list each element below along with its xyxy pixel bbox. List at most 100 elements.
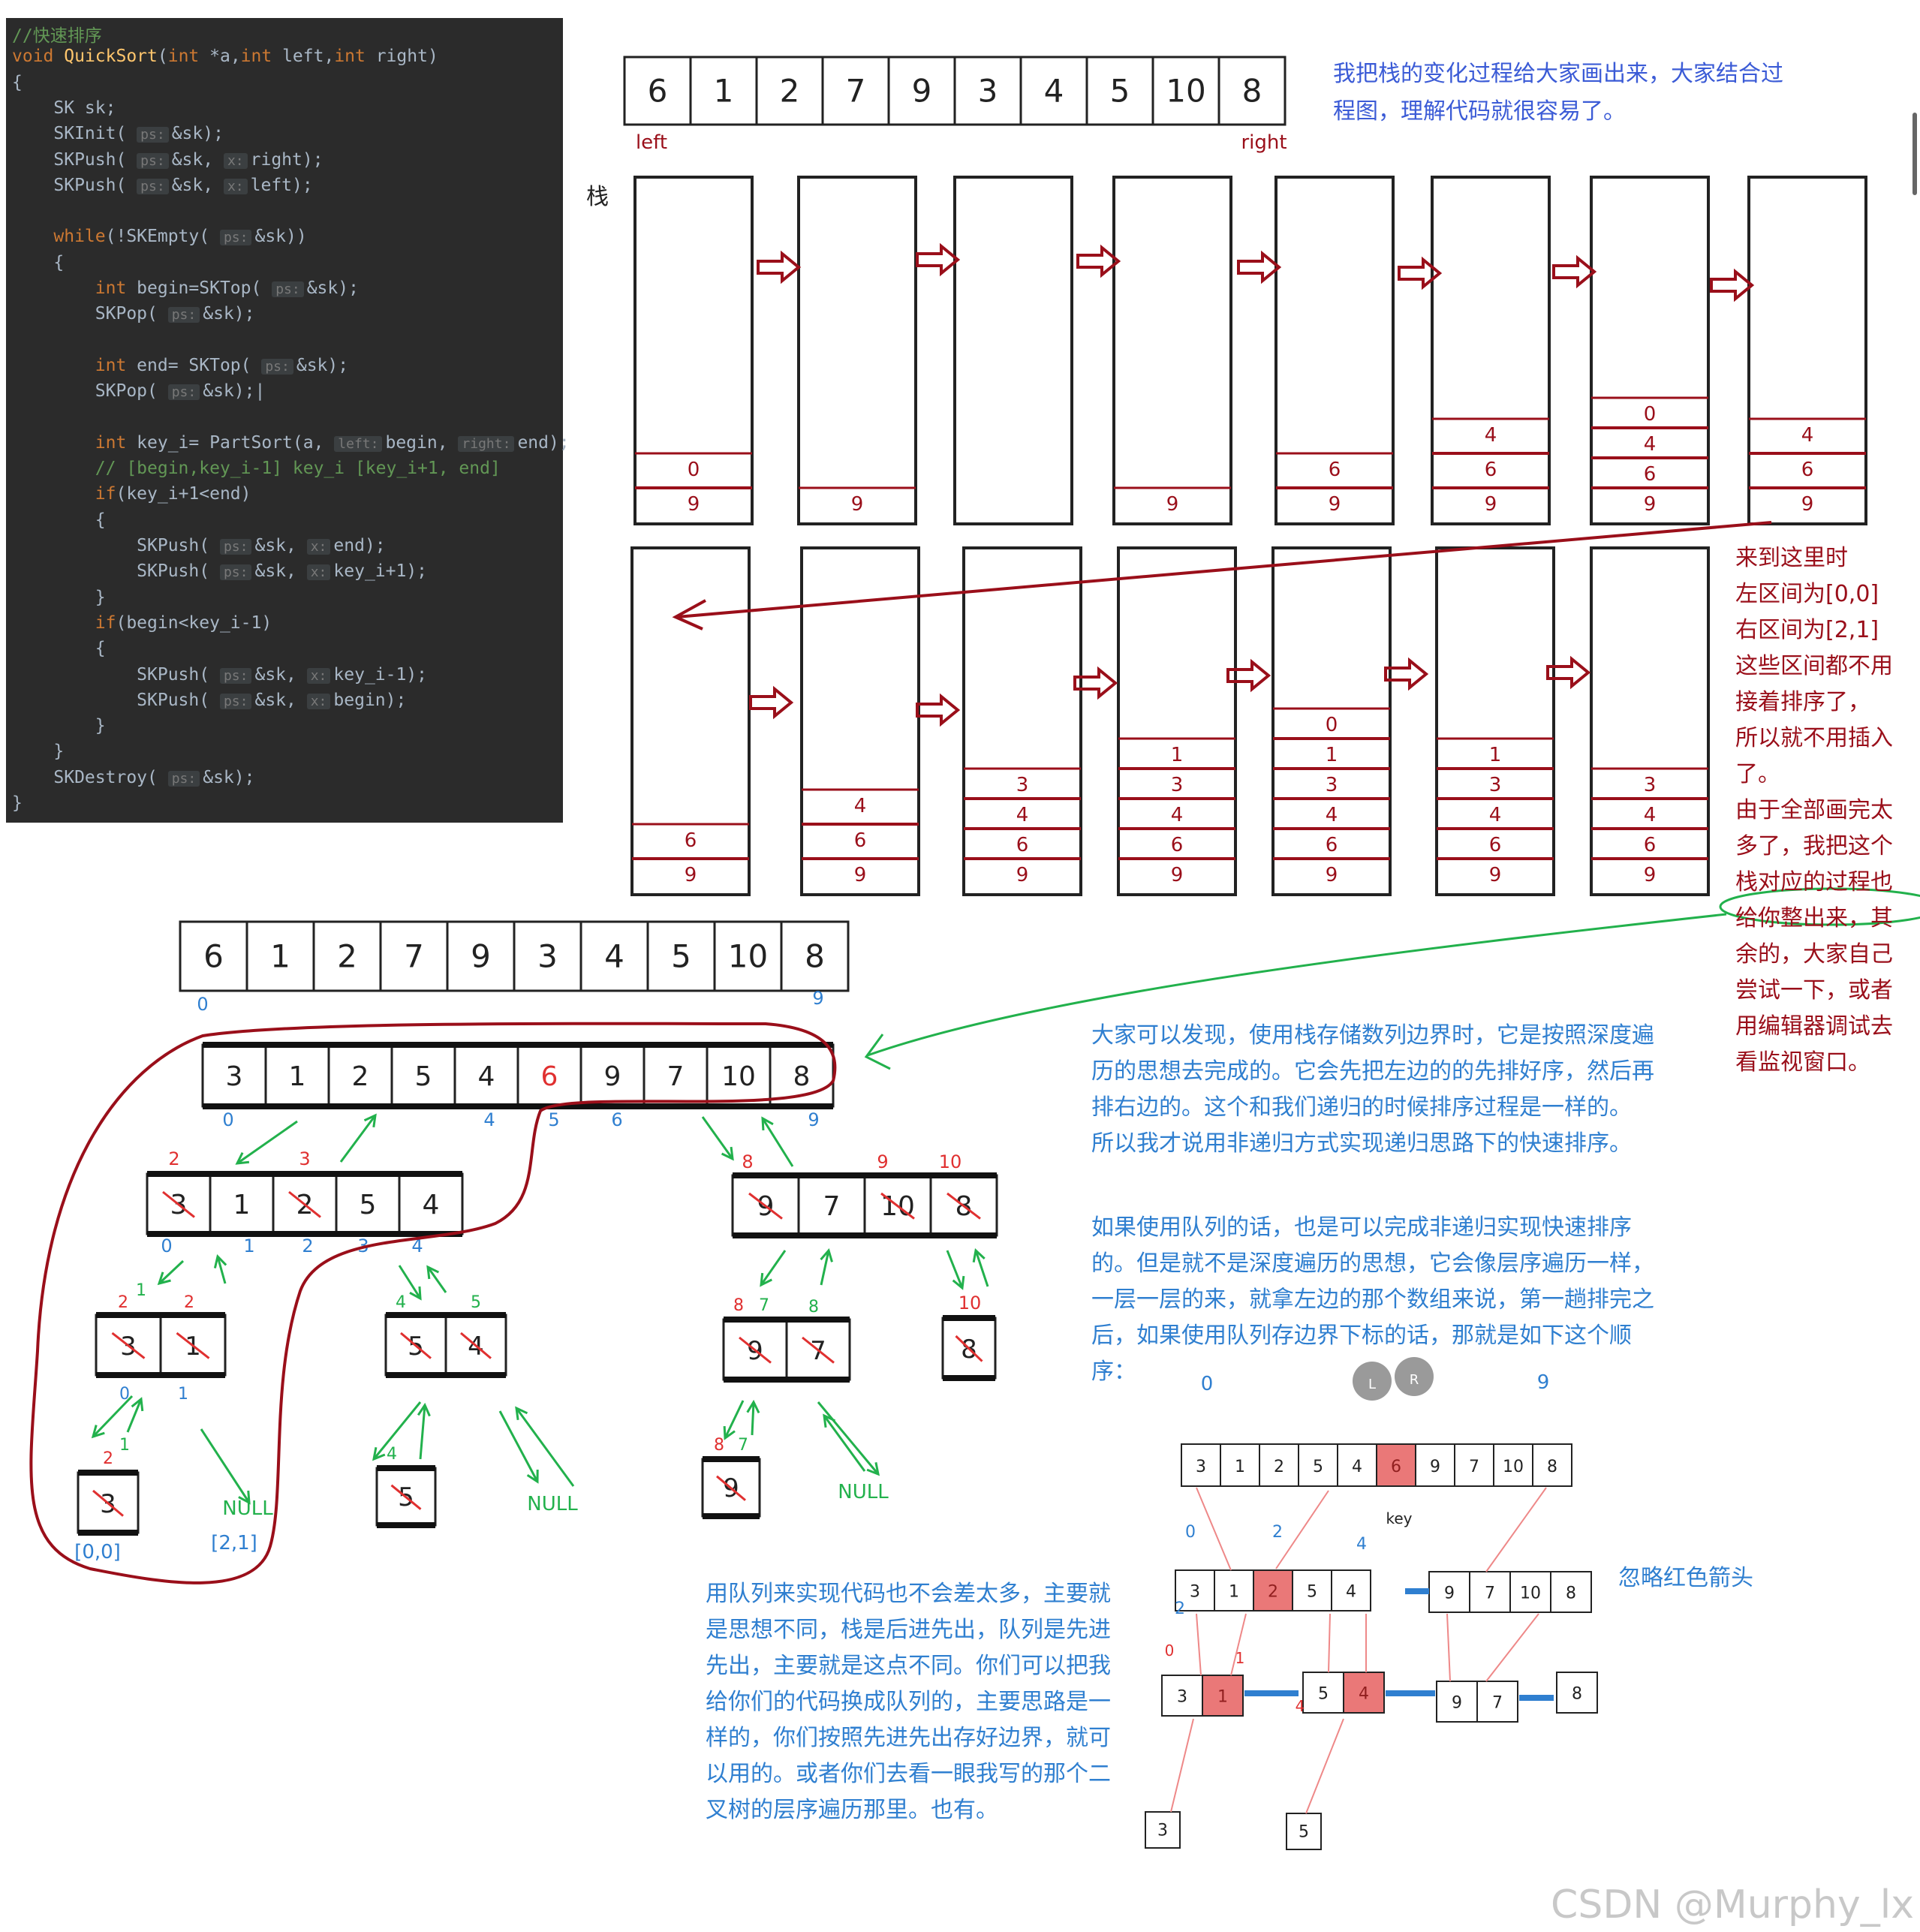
left-sub-array-bottom-bar xyxy=(147,1231,462,1237)
stack-row2-value: 3 xyxy=(1326,774,1338,796)
stack-transition-arrow xyxy=(1546,655,1591,690)
level0-array-value: 10 xyxy=(721,1061,756,1092)
tree-arrow-head xyxy=(952,1275,965,1290)
code-line: int key_i= PartSort(a, left:begin, right… xyxy=(12,432,570,453)
stack-row2-value: 4 xyxy=(1644,804,1657,826)
tree-arrow-head xyxy=(515,1406,528,1421)
top-array-value: 10 xyxy=(1166,72,1205,109)
index-label: 4 xyxy=(387,1445,397,1464)
side-note-line: 了。 xyxy=(1735,761,1780,787)
stack-row2 xyxy=(1117,546,1237,896)
level0-array-value: 7 xyxy=(667,1061,685,1092)
scrollbar-thumb xyxy=(1912,113,1917,195)
intro-line-1: 我把栈的变化过程给大家画出来，大家结合过 xyxy=(1333,61,1783,87)
null-label: NULL xyxy=(527,1493,578,1515)
queue-row2-right-value: 7 xyxy=(1485,1584,1495,1603)
stack-row2-value: 4 xyxy=(1016,804,1029,826)
level0-array-value: 8 xyxy=(793,1061,811,1092)
explain-stack-line: 所以我才说用非递归方式实现递归思路下的快速排序。 xyxy=(1091,1130,1632,1157)
tree-arrow-head xyxy=(235,1151,250,1165)
queue-row3-a-value: 3 xyxy=(1177,1688,1187,1707)
index-label: 0 xyxy=(197,994,208,1015)
tree-arrow xyxy=(236,1120,298,1165)
return-arrow-head xyxy=(672,599,706,630)
stack-row2-value: 9 xyxy=(685,864,697,886)
queue-row2-right-cell xyxy=(1550,1571,1592,1613)
code-line: SKPush( ps:&sk, x:left); xyxy=(12,175,313,195)
intro-note: 我把栈的变化过程给大家画出来，大家结合过 程图，理解代码就很容易了。 xyxy=(1333,56,1783,131)
stack-row1 xyxy=(1112,176,1232,525)
stack-row1 xyxy=(953,176,1073,525)
queue-row3-b-cell xyxy=(1302,1672,1344,1714)
tree-arrow-head xyxy=(213,1253,227,1268)
index-label: 9 xyxy=(808,1109,819,1130)
red-connector xyxy=(1446,1613,1451,1682)
queue-row1-cell xyxy=(1415,1443,1455,1487)
stack-row1-value: 6 xyxy=(1801,459,1814,481)
queue-row2-left-value: 4 xyxy=(1346,1583,1356,1602)
queue-row2-right-value: 9 xyxy=(1444,1584,1455,1603)
explain-queue-line: 的。但是就不是深度遍历的思想，它会像层序遍历一样， xyxy=(1091,1250,1654,1277)
tree-arrow xyxy=(701,1116,734,1160)
level0-array-value: 2 xyxy=(352,1061,369,1092)
watermark: CSDN @Murphy_lx xyxy=(1551,1882,1914,1927)
top-array-value: 1 xyxy=(714,72,734,109)
stack-label: 栈 xyxy=(586,184,609,210)
queue-text-line: 用队列来实现代码也不会差太多，主要就 xyxy=(706,1581,1111,1607)
index-label: 2 xyxy=(302,1235,313,1256)
r2a-array-top-bar xyxy=(724,1317,850,1323)
tree-arrow xyxy=(92,1395,134,1438)
key-highlight xyxy=(1343,1672,1385,1714)
index-label: 5 xyxy=(471,1293,481,1312)
side-note-line: 右区间为[2,1] xyxy=(1735,617,1879,643)
red-connector xyxy=(1328,1613,1331,1673)
stack-transition-arrow xyxy=(1226,658,1271,693)
l2a-array-bottom-bar xyxy=(96,1372,225,1378)
right-pointer-label: right xyxy=(1241,131,1287,154)
intro-line-2: 程图，理解代码就很容易了。 xyxy=(1333,98,1626,125)
code-line: { xyxy=(12,510,106,530)
r2a-array-bottom-bar xyxy=(724,1377,850,1383)
level0-array-value: 1 xyxy=(289,1061,306,1092)
stack-transition-arrow xyxy=(1237,250,1282,284)
mid-array-value: 5 xyxy=(671,938,691,975)
stack-row2-value: 6 xyxy=(1489,834,1502,856)
cross-mark xyxy=(955,1335,983,1362)
stack-transition-arrow xyxy=(1398,256,1443,290)
tree-arrow xyxy=(426,1266,447,1293)
top-array-value: 9 xyxy=(912,72,932,109)
queue-text-line: 给你们的代码换成队列的，主要思路是一 xyxy=(706,1689,1111,1715)
top-array-value: 2 xyxy=(780,72,800,109)
queue-row2-left-value: 1 xyxy=(1229,1583,1239,1602)
explain-queue-line: 如果使用队列的话，也是可以完成非递归实现快速排序 xyxy=(1091,1214,1632,1241)
index-label: 9 xyxy=(877,1151,888,1172)
pointer-arrow xyxy=(867,913,1727,1057)
right-sub-array-value: 7 xyxy=(823,1191,841,1222)
index-label: 0 xyxy=(222,1109,233,1130)
stack-row2-value: 4 xyxy=(1489,804,1502,826)
top-array-value: 6 xyxy=(648,72,668,109)
index-label: 10 xyxy=(958,1293,982,1314)
index-label: 2 xyxy=(168,1148,179,1169)
red-connector xyxy=(1196,1613,1202,1676)
code-line: SKPop( ps:&sk);| xyxy=(12,381,266,402)
stack-row1-value: 9 xyxy=(688,493,700,516)
tree-arrow xyxy=(515,1407,575,1487)
l2b-array-bottom-bar xyxy=(386,1372,506,1378)
queue-row2-left-value: 5 xyxy=(1307,1583,1317,1602)
index-label: 2 xyxy=(103,1449,113,1468)
stack-row2-value: 6 xyxy=(1326,834,1338,856)
left-sub-array-top-bar xyxy=(147,1171,462,1177)
range-label: [2,1] xyxy=(211,1532,257,1554)
left-pointer-label: left xyxy=(636,131,667,154)
stack-transition-arrow xyxy=(1384,657,1429,691)
code-line: { xyxy=(12,639,106,659)
index-label: 7 xyxy=(738,1436,748,1455)
code-line: // [begin,key_i-1] key_i [key_i+1, end] xyxy=(12,459,501,479)
stack-row2-value: 3 xyxy=(1016,774,1029,796)
tree-arrow-head xyxy=(866,1462,880,1476)
queue-row1-cell xyxy=(1532,1443,1572,1487)
cross-mark xyxy=(162,1190,195,1218)
mid-array-cell xyxy=(379,920,449,992)
